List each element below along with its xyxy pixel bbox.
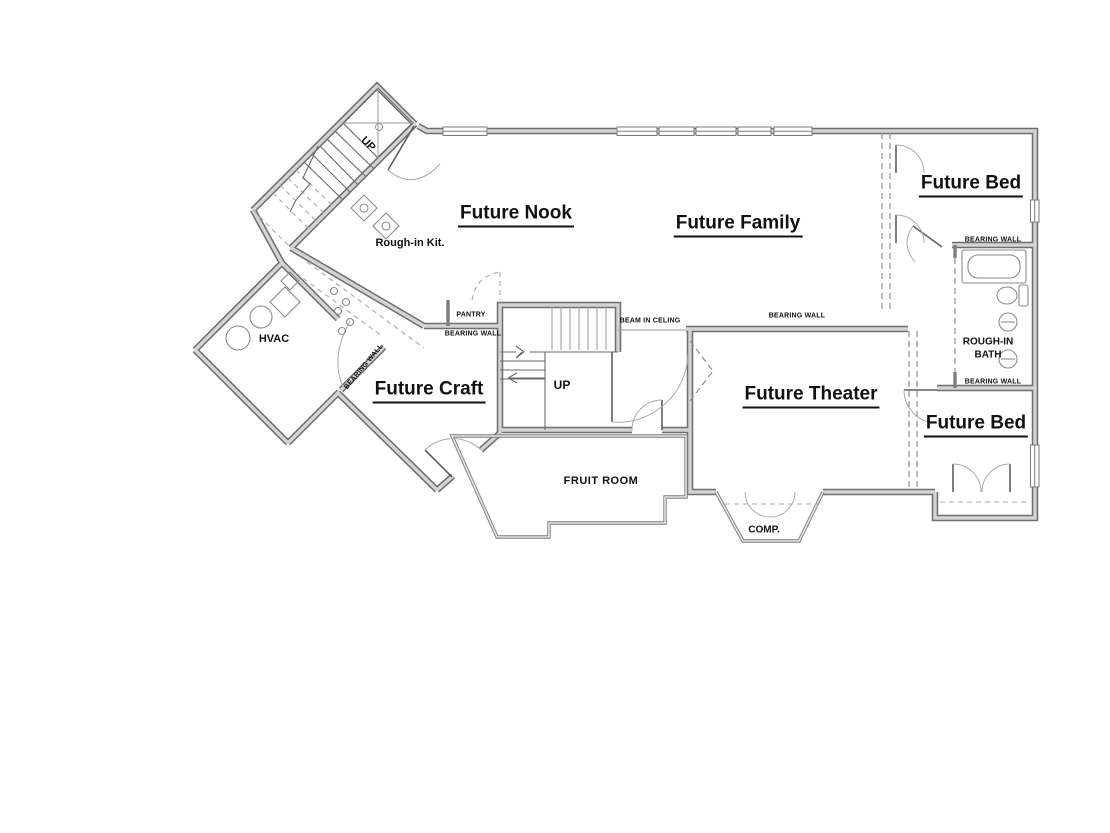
- windows: [442, 126, 1040, 488]
- annotation-beam-in-ceiling: BEAM IN CELING: [619, 317, 681, 325]
- label-pantry: PANTRY: [456, 311, 486, 319]
- room-label-future-nook: Future Nook: [458, 203, 574, 228]
- bath-fixtures: [961, 249, 1029, 369]
- label-hvac: HVAC: [258, 333, 290, 345]
- label-comp: COMP.: [748, 524, 780, 536]
- thin-walls: [446, 245, 957, 543]
- doors: [337, 125, 1011, 518]
- room-label-future-theater: Future Theater: [742, 384, 880, 409]
- label-rough-in-bath: ROUGH-IN BATH: [962, 336, 1014, 361]
- future-dashed-walls: [252, 133, 1030, 505]
- annotation-bearing-wall-bath-bottom: BEARING WALL: [964, 378, 1022, 386]
- room-label-future-family: Future Family: [673, 213, 803, 238]
- label-up-center-stairs: UP: [553, 378, 571, 392]
- kitchen-rough-in: [295, 194, 425, 349]
- exterior-walls: [192, 81, 1039, 522]
- room-label-future-bed-top: Future Bed: [918, 173, 1024, 198]
- hvac-equipment: [225, 271, 301, 351]
- corner-staircase: [272, 87, 414, 232]
- annotation-bearing-wall-theater: BEARING WALL: [768, 312, 826, 320]
- annotation-bearing-wall-bath-top: BEARING WALL: [964, 236, 1022, 244]
- room-label-future-bed-bottom: Future Bed: [923, 413, 1029, 438]
- center-staircase: [500, 307, 618, 384]
- label-fruit-room: FRUIT ROOM: [563, 475, 639, 487]
- annotation-bearing-wall-pantry: BEARING WALL: [444, 330, 502, 338]
- label-rough-in-kitchen: Rough-in Kit.: [375, 237, 445, 249]
- room-label-future-craft: Future Craft: [372, 379, 486, 404]
